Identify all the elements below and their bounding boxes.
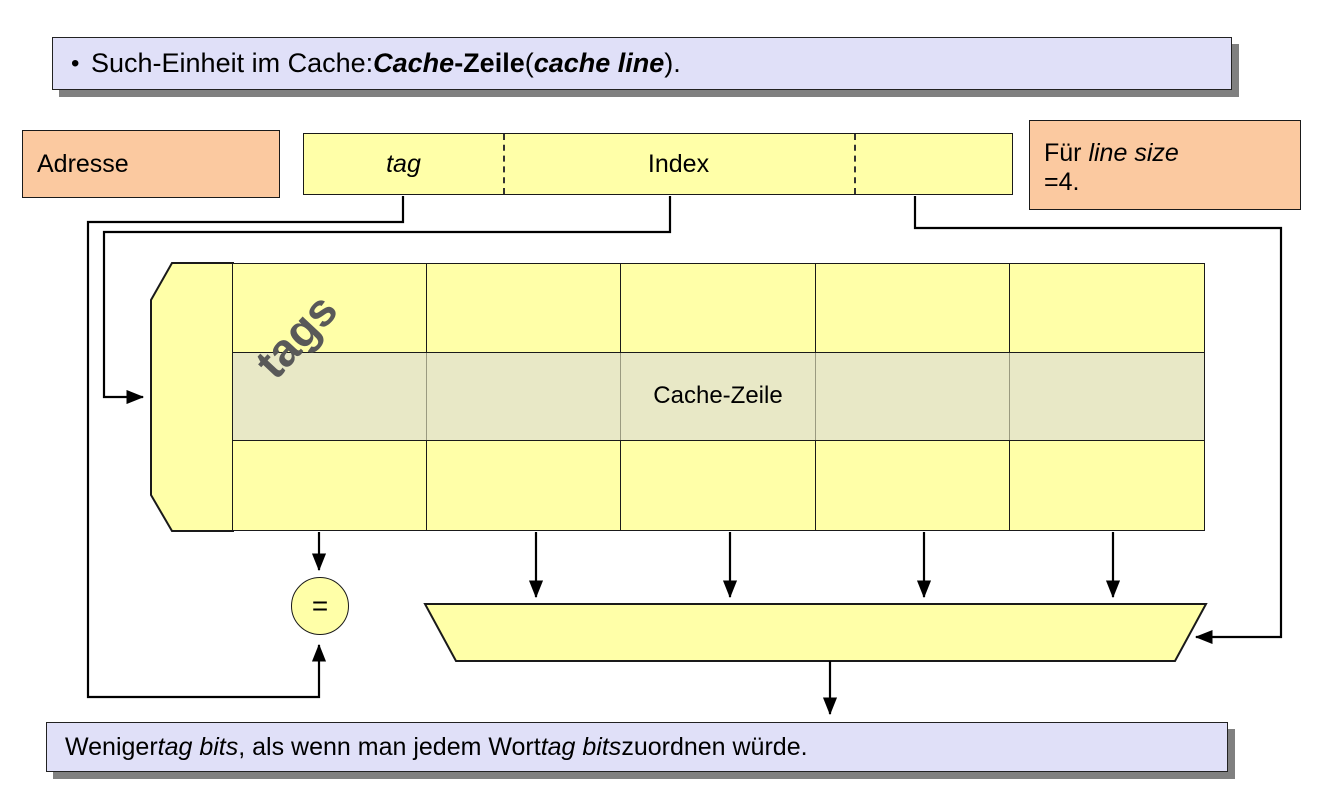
footer-text-part3: zuordnen würde. bbox=[621, 732, 808, 761]
address-segment-tag-label: tag bbox=[386, 149, 421, 178]
cache-line-label-cell: Cache-Zeile bbox=[621, 352, 816, 441]
address-divider-1 bbox=[503, 134, 505, 194]
line-size-note-emph: line size bbox=[1088, 139, 1179, 168]
address-field: tag Index bbox=[303, 133, 1013, 195]
cache-cell bbox=[621, 441, 816, 530]
cache-cell bbox=[816, 264, 1010, 352]
footer-text-part2: , als wenn man jedem Wort bbox=[238, 732, 541, 761]
footer-callout: Weniger tag bits, als wenn man jedem Wor… bbox=[46, 722, 1228, 772]
address-segment-index: Index bbox=[503, 134, 854, 194]
cache-cell bbox=[1010, 353, 1204, 441]
title-text-part3: ( bbox=[524, 48, 534, 78]
title-emph-cache: Cache bbox=[373, 48, 455, 78]
line-size-note-prefix: Für bbox=[1044, 139, 1089, 168]
line-size-note-line1: Für line size bbox=[1044, 139, 1179, 168]
cache-cell bbox=[427, 441, 622, 530]
cache-cell bbox=[233, 352, 428, 441]
footer-emph-1: tag bits bbox=[157, 732, 239, 761]
address-label-box: Adresse bbox=[22, 130, 280, 198]
address-divider-2 bbox=[854, 134, 856, 194]
title-text-part1: Such-Einheit im Cache: bbox=[91, 48, 374, 78]
address-label: Adresse bbox=[37, 149, 129, 178]
footer-text-part1: Weniger bbox=[65, 732, 158, 761]
cache-cell bbox=[427, 264, 622, 352]
line-size-note-box: Für line size =4. bbox=[1029, 120, 1301, 210]
line-size-note-line2: =4. bbox=[1044, 168, 1080, 196]
address-segment-offset bbox=[854, 134, 1014, 194]
tags-block-shape bbox=[150, 262, 234, 532]
cache-grid: Cache-Zeile bbox=[232, 263, 1205, 531]
cache-grid-row bbox=[233, 264, 1204, 353]
title-emph-cacheline: cache line bbox=[533, 48, 665, 78]
bullet-icon: • bbox=[71, 49, 80, 77]
address-segment-tag: tag bbox=[304, 134, 503, 194]
comparator-equals: = bbox=[291, 577, 349, 635]
title-text-part2: -Zeile bbox=[454, 48, 525, 78]
cache-cell bbox=[816, 441, 1010, 530]
cache-grid-row-highlighted: Cache-Zeile bbox=[233, 352, 1204, 442]
cache-cell bbox=[621, 264, 816, 352]
title-callout: • Such-Einheit im Cache: Cache-Zeile (ca… bbox=[52, 37, 1232, 90]
cache-cell bbox=[233, 264, 428, 352]
address-segment-index-label: Index bbox=[647, 149, 710, 178]
cache-grid-row bbox=[233, 441, 1204, 530]
cache-cell bbox=[816, 352, 1010, 441]
cache-cell bbox=[233, 441, 428, 530]
cache-cell bbox=[427, 352, 622, 441]
title-text-part4: ). bbox=[664, 48, 681, 78]
footer-emph-2: tag bits bbox=[540, 732, 622, 761]
cache-cell bbox=[1010, 441, 1204, 530]
multiplexer-shape bbox=[423, 603, 1208, 662]
cache-cell bbox=[1010, 264, 1204, 352]
